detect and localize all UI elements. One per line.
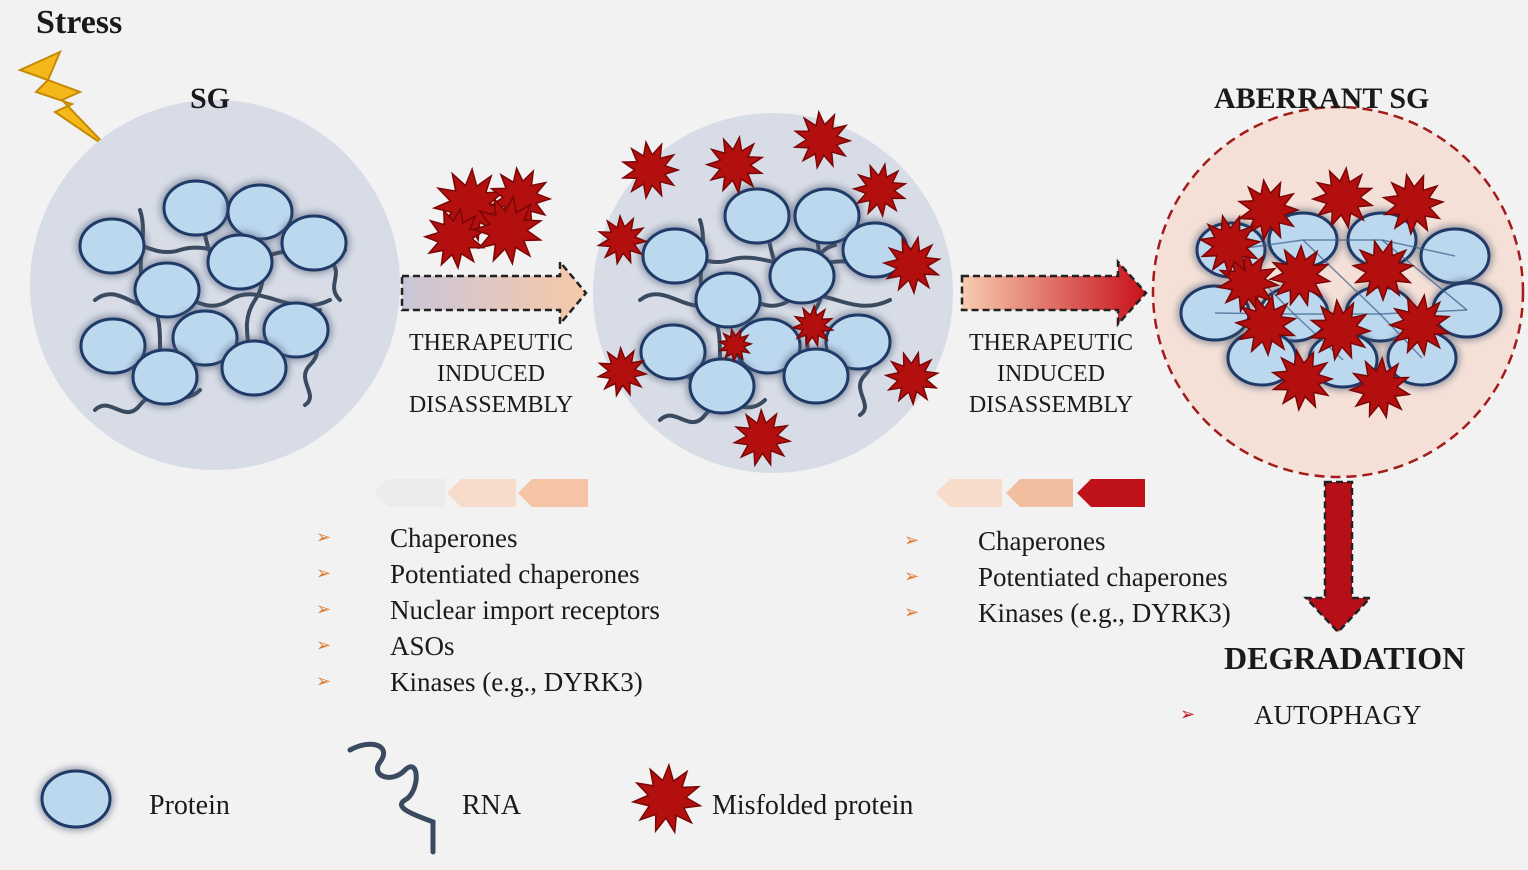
gradient-chevron-strip-2 xyxy=(936,479,1145,507)
arrowhead-bullet-icon: ➢ xyxy=(316,563,332,584)
intermediate-sg-cluster xyxy=(596,109,942,468)
protein-icon xyxy=(38,767,114,831)
arrowhead-bullet-icon: ➢ xyxy=(316,599,332,620)
protein-icon xyxy=(218,337,290,399)
protein-icon xyxy=(160,177,232,239)
arrowhead-bullet-icon: ➢ xyxy=(316,671,332,692)
misfolded-protein-icon xyxy=(790,303,835,348)
protein-icon xyxy=(766,245,838,307)
misfolded-protein-icon xyxy=(1387,293,1451,357)
degradation-arrow xyxy=(1303,480,1373,634)
protein-icon xyxy=(721,185,793,247)
gradient-chevron-strip-1 xyxy=(374,479,588,507)
legend-misfolded-icon xyxy=(630,762,703,835)
misfolded-protein-icon xyxy=(630,762,703,835)
misfolded-protein-icon xyxy=(792,109,853,170)
protein-icon xyxy=(131,259,203,321)
protein-icon xyxy=(780,345,852,407)
legend-protein-label: Protein xyxy=(149,790,230,821)
legend-rna-label: RNA xyxy=(462,790,522,821)
misfolded-protein-icon xyxy=(422,206,487,271)
misfolded-protein-icon xyxy=(1198,213,1263,278)
misfolded-protein-icon xyxy=(620,139,681,201)
misfolded-protein-icon xyxy=(883,350,940,407)
legend-protein-icon xyxy=(38,767,114,831)
rna-link xyxy=(1381,239,1468,311)
protein-icon xyxy=(692,269,764,331)
misfolded-protein-icon xyxy=(881,235,942,296)
misfolded-protein-icon xyxy=(471,194,544,267)
misfolded-protein-cluster xyxy=(422,165,553,271)
sg-label: SG xyxy=(190,82,231,115)
arrow-2-label: THERAPEUTIC INDUCED DISASSEMBLY xyxy=(968,330,1134,418)
misfolded-protein-icon xyxy=(596,213,649,266)
arrow-1-label: THERAPEUTIC INDUCED DISASSEMBLY xyxy=(408,330,574,418)
protein-icon xyxy=(639,225,711,287)
disassembly-arrow-2 xyxy=(960,258,1148,328)
lightning-bolt-icon xyxy=(17,50,109,149)
misfolded-protein-icon xyxy=(1347,355,1412,420)
misfolded-protein-icon xyxy=(1351,239,1415,303)
legend-rna-icon xyxy=(347,741,436,855)
misfolded-protein-icon xyxy=(1381,172,1446,237)
arrowhead-bullet-icon: ➢ xyxy=(904,530,920,551)
stress-label: Stress xyxy=(36,4,123,41)
arrowhead-bullet-icon: ➢ xyxy=(904,566,920,587)
arrowhead-bullet-icon: ➢ xyxy=(316,635,332,656)
misfolded-protein-icon xyxy=(851,162,908,219)
arrowhead-bullet-icon: ➢ xyxy=(316,527,332,548)
protein-icon xyxy=(686,355,758,417)
misfolded-protein-icon xyxy=(732,407,793,468)
protein-icon xyxy=(791,185,863,247)
misfolded-protein-icon xyxy=(1233,293,1298,358)
protein-icon xyxy=(76,215,148,277)
misfolded-protein-icon xyxy=(1310,165,1375,230)
degradation-label: DEGRADATION xyxy=(1224,640,1466,676)
misfolded-protein-icon xyxy=(1267,243,1332,308)
protein-icon xyxy=(77,315,149,377)
misfolded-protein-icon xyxy=(1270,348,1335,413)
disassembly-arrow-1 xyxy=(400,258,588,328)
protein-icon xyxy=(637,321,709,383)
protein-icon xyxy=(204,231,276,293)
misfolded-protein-icon xyxy=(704,134,765,196)
misfolded-protein-icon xyxy=(717,327,754,364)
misfolded-protein-icon xyxy=(596,345,649,398)
protein-icon xyxy=(129,346,201,408)
aberrant-sg-label: ABERRANT SG xyxy=(1214,82,1430,115)
misfolded-protein-icon xyxy=(1237,178,1301,242)
arrowhead-bullet-icon: ➢ xyxy=(904,602,920,623)
misfolded-protein-icon xyxy=(1308,297,1373,362)
sg-disc xyxy=(30,100,400,470)
legend-misfolded-label: Misfolded protein xyxy=(712,790,914,821)
protein-icon xyxy=(278,212,350,274)
arrowhead-bullet-icon: ➢ xyxy=(1180,704,1196,725)
aberrant-sg-cluster xyxy=(1177,165,1505,420)
rna-link xyxy=(1381,239,1456,257)
sg-cluster xyxy=(76,177,350,414)
